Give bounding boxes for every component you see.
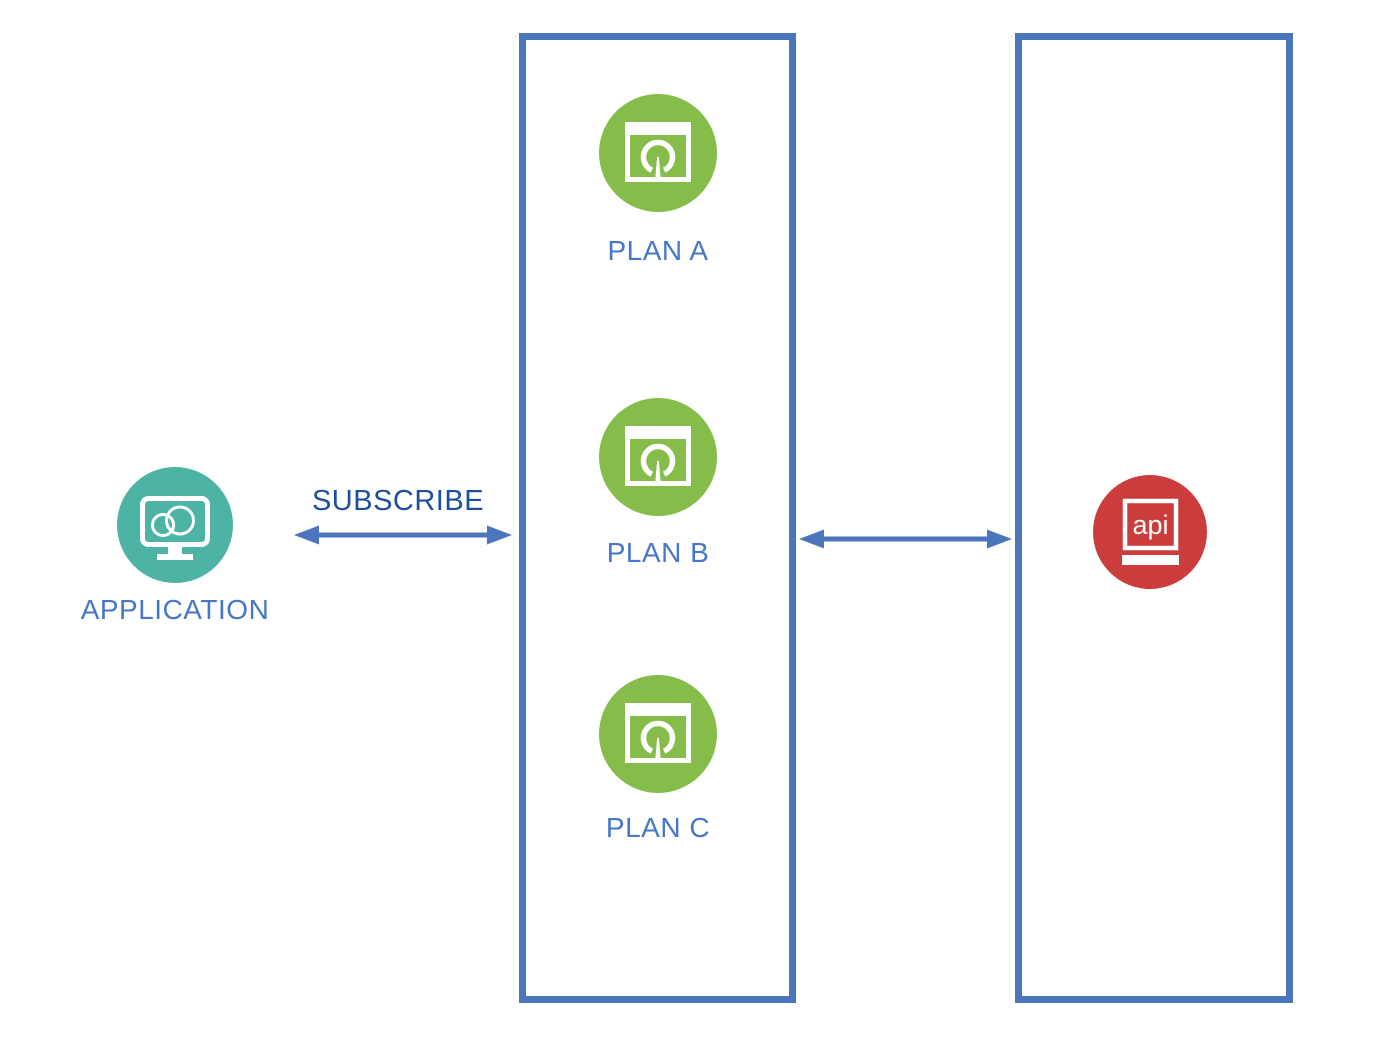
plan-b-label: PLAN B — [606, 537, 710, 568]
monitor-cloud-icon — [117, 467, 233, 583]
api-window-icon: api — [1093, 475, 1207, 589]
plans-gateway-arrow — [799, 529, 1012, 549]
plan-a-label: PLAN A — [607, 235, 709, 266]
plan-a-node — [599, 94, 717, 212]
api-node: api — [1093, 475, 1207, 589]
plan-gauge-window-icon — [599, 398, 717, 516]
arrowhead-left-icon — [799, 529, 824, 549]
subscribe-arrow — [294, 525, 512, 545]
arrowhead-left-icon — [294, 525, 319, 545]
plan-gauge-window-icon — [599, 94, 717, 212]
subscribe-label: SUBSCRIBE — [311, 485, 485, 517]
plan-c-node — [599, 675, 717, 793]
plan-gauge-window-icon — [599, 675, 717, 793]
arrowhead-right-icon — [487, 525, 512, 545]
plan-c-label: PLAN C — [605, 812, 711, 843]
application-label: APPLICATION — [80, 594, 270, 625]
api-label: api — [1132, 510, 1168, 540]
plan-b-node — [599, 398, 717, 516]
arrowhead-right-icon — [987, 529, 1012, 549]
application-node — [117, 467, 233, 583]
